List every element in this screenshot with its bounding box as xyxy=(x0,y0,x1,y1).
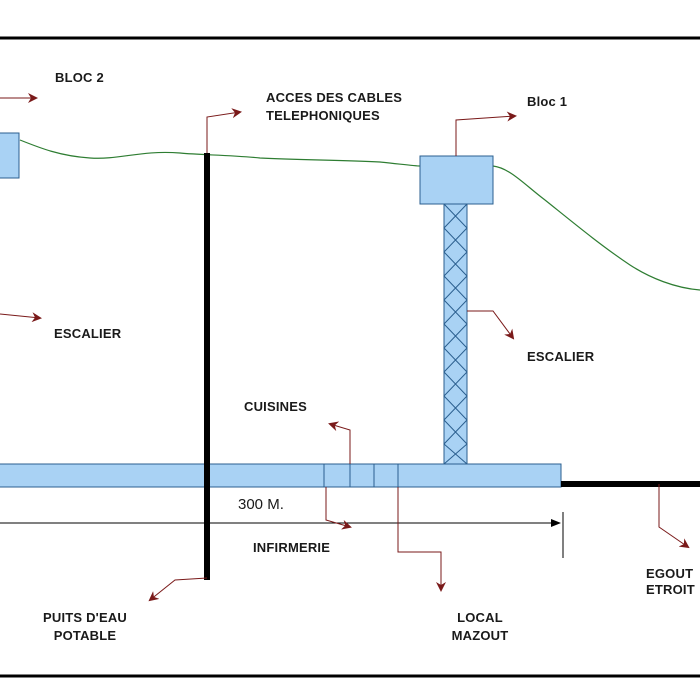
callout-puits xyxy=(148,577,208,602)
terrain-line xyxy=(19,139,700,291)
label-acces-cables-line1: ACCES DES CABLES xyxy=(266,90,403,105)
callout-escalier-left xyxy=(0,312,42,323)
bloc1-box xyxy=(419,155,494,205)
callout-infirmerie xyxy=(325,487,352,530)
label-egout-line1: EGOUT xyxy=(646,566,694,581)
bloc2-box xyxy=(0,132,20,179)
callout-bloc1 xyxy=(455,111,517,156)
label-distance: 300 M. xyxy=(238,496,284,513)
label-acces-cables-line2: TELEPHONIQUES xyxy=(266,108,380,123)
label-local-line1: LOCAL xyxy=(457,610,503,625)
label-egout-line2: ETROIT xyxy=(646,582,695,597)
label-puits-line2: POTABLE xyxy=(53,628,117,643)
label-escalier-right: ESCALIER xyxy=(527,349,595,364)
gallery-tunnel xyxy=(0,463,562,488)
callout-escalier-right xyxy=(467,310,515,340)
dimension-line xyxy=(0,512,564,558)
callouts xyxy=(0,93,690,602)
label-puits-line1: PUITS D'EAU xyxy=(42,610,128,625)
callout-cuisines xyxy=(328,421,351,464)
label-cuisines: CUISINES xyxy=(244,399,308,414)
label-escalier-left: ESCALIER xyxy=(54,326,122,341)
label-bloc2: BLOC 2 xyxy=(55,70,104,85)
label-infirmerie: INFIRMERIE xyxy=(253,540,331,555)
label-local-line2: MAZOUT xyxy=(451,628,509,643)
callout-cables xyxy=(206,108,242,153)
escalier-shaft xyxy=(443,203,468,465)
label-bloc1: Bloc 1 xyxy=(527,94,568,109)
frame xyxy=(0,36,700,678)
callout-local xyxy=(397,487,446,592)
callout-egout xyxy=(658,484,690,549)
